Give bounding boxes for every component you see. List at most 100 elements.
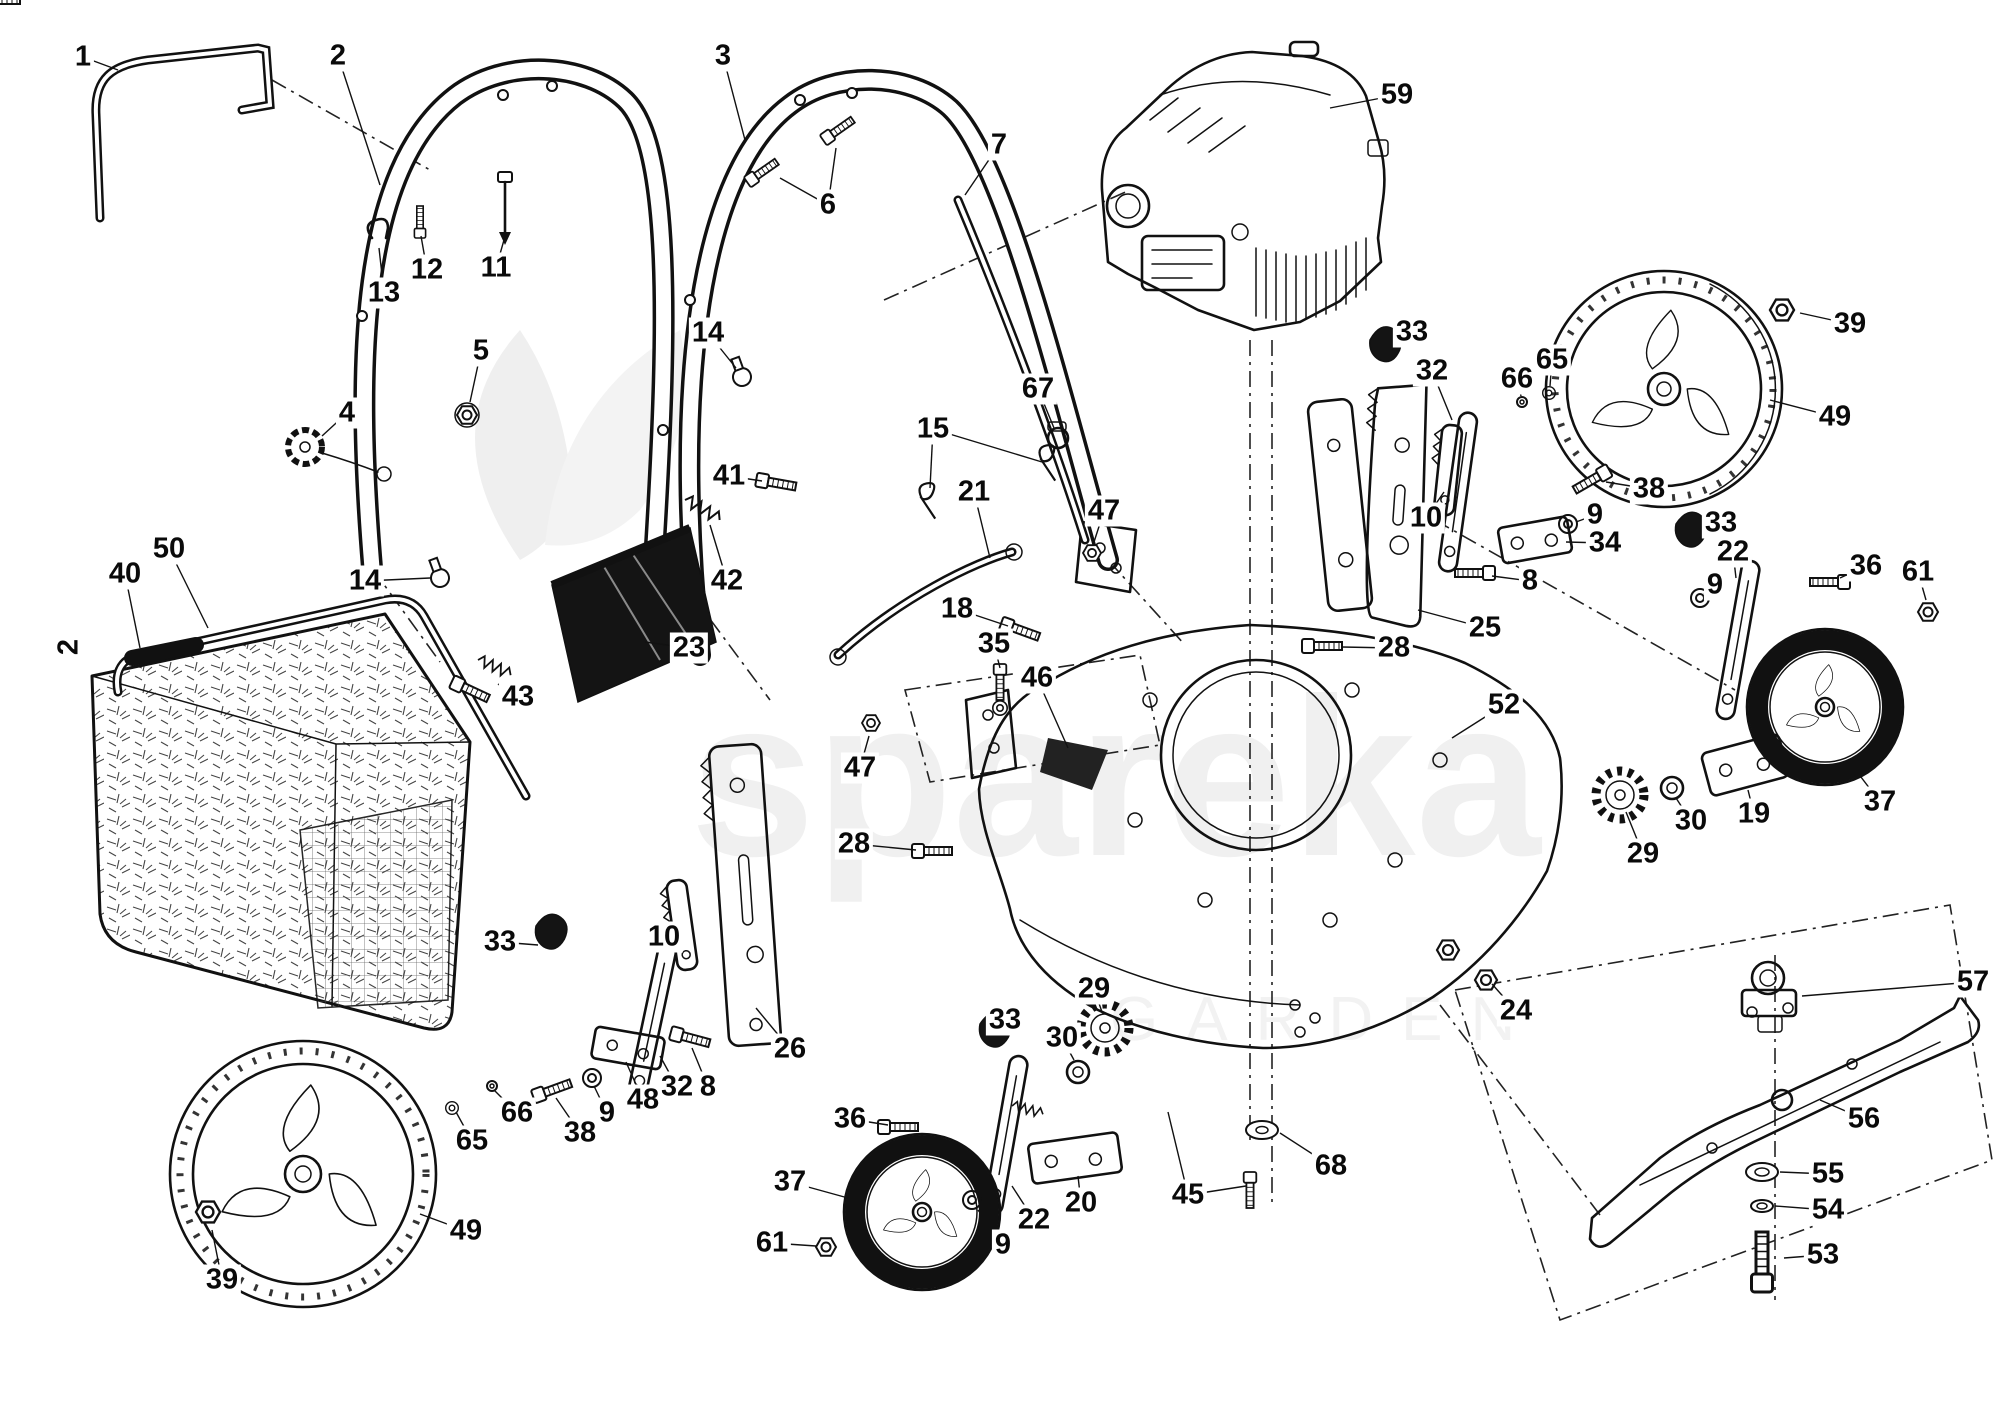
callout-label: 37 — [770, 1166, 810, 1198]
wheel-front-center-illustration — [842, 1132, 1002, 1292]
callout-label: 57 — [1953, 966, 1993, 998]
control-rod-illustration — [91, 43, 275, 223]
callout-label: 2 — [326, 40, 350, 72]
washer-icon — [582, 1068, 602, 1088]
callout-label: 52 — [1484, 689, 1524, 721]
bolt-icon — [1301, 638, 1343, 654]
washer-icon — [1245, 1120, 1279, 1140]
cable-clamp-icon — [1046, 421, 1070, 450]
callout-label: 34 — [1585, 527, 1625, 559]
callout-label: 61 — [1898, 556, 1938, 588]
callout-label: 61 — [752, 1227, 792, 1259]
callout-label: 36 — [830, 1103, 870, 1135]
callout-label: 19 — [1734, 798, 1774, 830]
callout-label: 26 — [770, 1033, 810, 1065]
callout-label: 59 — [1377, 79, 1417, 111]
hairpin-clip-icon — [918, 481, 937, 520]
callout-label: 9 — [595, 1097, 619, 1129]
spring-icon — [475, 653, 515, 681]
callout-label: 14 — [345, 565, 385, 597]
callout-label: 39 — [1830, 308, 1870, 340]
callout-label: 21 — [954, 476, 994, 508]
callout-label: 43 — [498, 681, 538, 713]
callout-label: 28 — [834, 828, 874, 860]
clamp-icon — [428, 556, 450, 588]
callout-label: 65 — [452, 1125, 492, 1157]
callout-label: 54 — [1808, 1194, 1848, 1226]
throttle-cable-illustration — [953, 195, 1090, 545]
leader-line — [337, 55, 381, 186]
callout-label: 39 — [202, 1264, 242, 1296]
callout-label: 2 — [53, 635, 85, 659]
lower-handle-illustration — [678, 68, 1138, 666]
callout-label: 66 — [497, 1097, 537, 1129]
pin-icon — [1516, 396, 1528, 408]
bolt-icon — [818, 113, 858, 147]
callout-label: 15 — [913, 413, 953, 445]
callout-label: 7 — [987, 129, 1011, 161]
wheel-rear-right-illustration — [1544, 269, 1784, 509]
blade-hardware — [1745, 1162, 1779, 1294]
bolt-icon — [1809, 574, 1851, 590]
callout-label: 33 — [480, 926, 520, 958]
callout-label: 5 — [469, 335, 493, 367]
bolt-icon — [1454, 565, 1496, 581]
nut-icon — [815, 1237, 837, 1257]
callout-label: 4 — [335, 397, 359, 429]
spring-icon — [1010, 1099, 1046, 1119]
nut-icon — [1082, 544, 1102, 562]
callout-label: 33 — [1392, 316, 1432, 348]
nut-icon — [194, 1200, 222, 1224]
hardware-parts — [0, 0, 1939, 1257]
callout-label: 11 — [477, 252, 515, 284]
callout-label: 3 — [711, 40, 735, 72]
callout-label: 37 — [1860, 786, 1900, 818]
callout-label: 8 — [696, 1071, 720, 1103]
callout-label: 35 — [974, 628, 1014, 660]
callout-label: 9 — [1703, 569, 1727, 601]
callout-label: 20 — [1061, 1187, 1101, 1219]
bolt-icon — [0, 0, 21, 8]
callout-label: 23 — [669, 632, 709, 664]
callout-label: 24 — [1496, 995, 1536, 1027]
callout-label: 41 — [709, 460, 749, 492]
callout-label: 22 — [1713, 536, 1753, 568]
callout-label: 29 — [1074, 973, 1114, 1005]
construction-lines — [271, 79, 1993, 1322]
callout-label: 47 — [840, 752, 880, 784]
upper-handle-illustration — [353, 58, 675, 579]
wheel-front-right-illustration — [1745, 627, 1905, 787]
callout-label: 38 — [560, 1117, 600, 1149]
callout-label: 42 — [707, 565, 747, 597]
callout-label: 33 — [985, 1004, 1025, 1036]
callout-label: 30 — [1671, 805, 1711, 837]
callout-label: 65 — [1532, 344, 1572, 376]
callout-label: 25 — [1465, 612, 1505, 644]
nut-icon — [1768, 298, 1796, 322]
leader-line — [1801, 981, 1974, 997]
bolt-icon — [529, 1075, 575, 1105]
callout-label: 10 — [1406, 502, 1446, 534]
callout-label: 1 — [71, 41, 95, 73]
callout-label: 55 — [1808, 1158, 1848, 1190]
callout-label: 10 — [644, 921, 684, 953]
callout-label: 40 — [105, 558, 145, 590]
washer-icon — [1745, 1162, 1779, 1182]
callout-label: 47 — [1084, 495, 1124, 527]
clamp-icon — [730, 355, 752, 387]
nut-icon — [861, 714, 881, 732]
callout-label: 50 — [149, 533, 189, 565]
blade-illustration — [1588, 994, 1981, 1248]
callout-label: 38 — [1629, 473, 1669, 505]
callout-label: 6 — [816, 189, 840, 221]
callout-label: 48 — [623, 1084, 663, 1116]
callout-label: 67 — [1018, 373, 1058, 405]
bolt-icon — [754, 471, 798, 495]
callout-label: 12 — [407, 254, 447, 286]
callout-label: 13 — [364, 277, 404, 309]
callout-label: 66 — [1497, 363, 1537, 395]
bolt-icon — [1242, 1171, 1258, 1209]
callout-label: 36 — [1846, 550, 1886, 582]
callout-label: 46 — [1017, 662, 1057, 694]
